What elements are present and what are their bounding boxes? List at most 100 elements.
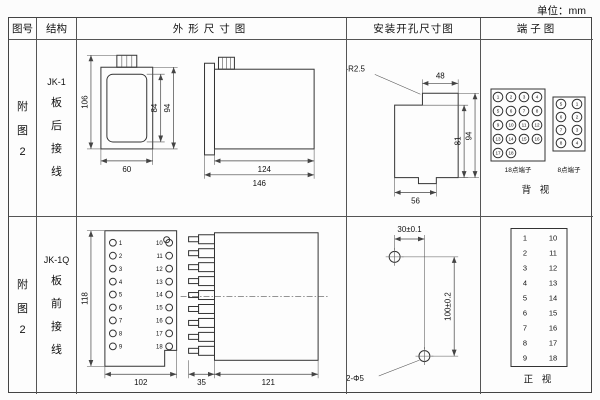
svg-text:9: 9 xyxy=(523,354,527,363)
svg-text:8: 8 xyxy=(536,109,539,114)
dim-width-front: 60 xyxy=(100,148,153,174)
fig-char: 2 xyxy=(19,146,26,158)
svg-text:6: 6 xyxy=(510,109,513,114)
side-view xyxy=(180,232,329,361)
svg-text:12: 12 xyxy=(534,123,540,128)
svg-text:6: 6 xyxy=(560,115,563,120)
dim-width-bottom: 56 xyxy=(394,177,437,205)
svg-text:4: 4 xyxy=(536,95,539,100)
svg-text:2: 2 xyxy=(523,249,527,258)
fig-char: 附 xyxy=(17,101,28,113)
svg-text:4: 4 xyxy=(576,141,579,146)
svg-text:15: 15 xyxy=(521,137,527,142)
dim-height-outer: 94 xyxy=(152,66,178,150)
dim-label: 106 xyxy=(80,95,89,109)
dim-offset-horizontal: 30±0.1 xyxy=(394,225,425,350)
dim-width-total: 146 xyxy=(204,154,315,188)
svg-text:2: 2 xyxy=(119,254,123,260)
row1-structure: JK-1 板 后 接 线 xyxy=(37,40,77,217)
header-figure-no: 图号 xyxy=(9,18,37,40)
front-view-label: 正 视 xyxy=(524,374,555,386)
svg-text:18: 18 xyxy=(156,345,163,351)
svg-text:7: 7 xyxy=(523,324,527,333)
svg-text:10: 10 xyxy=(508,123,514,128)
svg-text:16: 16 xyxy=(156,319,163,325)
svg-text:5: 5 xyxy=(119,293,123,299)
svg-text:3: 3 xyxy=(576,128,579,133)
svg-text:9: 9 xyxy=(497,123,500,128)
dim-label: 124 xyxy=(258,165,272,174)
unit-label: 单位：mm xyxy=(537,5,586,17)
svg-text:10: 10 xyxy=(549,234,557,243)
terminal-18-block xyxy=(490,88,546,162)
svg-text:7: 7 xyxy=(523,109,526,114)
header-structure: 结构 xyxy=(37,18,77,40)
header-terminal-drawing: 端子图 xyxy=(481,18,593,40)
dim-label: 35 xyxy=(197,378,206,387)
row1-outline-drawing: 106 84 94 60 xyxy=(80,54,315,188)
svg-text:17: 17 xyxy=(156,332,163,338)
row2-install-cell: 30±0.1 100±0.2 2-Φ5 xyxy=(347,217,481,394)
row2-install-drawing: 30±0.1 100±0.2 2-Φ5 xyxy=(347,225,459,383)
row1-install-drawing: 2-R2.5 48 81 94 xyxy=(347,64,480,205)
svg-text:18: 18 xyxy=(549,354,557,363)
svg-text:1: 1 xyxy=(576,102,579,107)
terminal-8-block xyxy=(552,96,586,152)
row1-figure-no: 附 图 2 xyxy=(9,40,37,217)
svg-text:17: 17 xyxy=(495,151,501,156)
dim-label: 48 xyxy=(436,71,445,80)
wiring-char: 线 xyxy=(51,166,62,178)
corner-radius-label: 2-R2.5 xyxy=(347,64,365,73)
svg-text:3: 3 xyxy=(119,267,123,273)
svg-text:7: 7 xyxy=(119,319,123,325)
svg-text:1: 1 xyxy=(497,95,500,100)
rear-view-label: 背 视 xyxy=(522,184,553,196)
svg-text:14: 14 xyxy=(156,293,163,299)
fig-char: 2 xyxy=(19,323,26,336)
svg-text:12: 12 xyxy=(156,267,163,273)
row1-outline-cell: 106 84 94 60 xyxy=(77,40,347,217)
svg-text:8: 8 xyxy=(119,332,123,338)
side-view xyxy=(204,56,315,156)
svg-text:14: 14 xyxy=(549,294,557,303)
wiring-char: 板 xyxy=(51,274,62,287)
svg-text:1: 1 xyxy=(119,241,123,247)
svg-text:17: 17 xyxy=(549,339,557,348)
svg-text:6: 6 xyxy=(119,306,123,312)
svg-text:7: 7 xyxy=(560,128,563,133)
svg-text:14: 14 xyxy=(508,137,514,142)
dim-label: 94 xyxy=(465,131,474,140)
dim-label: 60 xyxy=(122,165,131,174)
svg-text:1: 1 xyxy=(523,234,527,243)
header-outline-drawing: 外形尺寸图 xyxy=(77,18,347,40)
svg-text:5: 5 xyxy=(497,109,500,114)
dim-label: 30±0.1 xyxy=(397,225,422,234)
terminal-list-box xyxy=(510,228,568,367)
dim-label: 81 xyxy=(454,136,463,145)
wiring-char: 前 xyxy=(51,297,62,310)
row2-figure-no: 附 图 2 xyxy=(9,217,37,394)
svg-text:11: 11 xyxy=(522,123,527,128)
svg-text:15: 15 xyxy=(549,309,557,318)
hole-size-callout: 2-Φ5 xyxy=(347,359,420,383)
dim-height: 118 xyxy=(80,230,105,367)
dim-width: 102 xyxy=(104,350,177,387)
svg-text:5: 5 xyxy=(523,294,527,303)
dim-label: 146 xyxy=(253,179,267,188)
wiring-char: 接 xyxy=(51,320,62,333)
dim-label: 102 xyxy=(134,378,148,387)
svg-text:2: 2 xyxy=(576,115,579,120)
dim-offset-vertical: 100±0.2 xyxy=(401,256,459,357)
svg-text:15: 15 xyxy=(156,306,163,312)
dim-label: 94 xyxy=(163,103,172,112)
